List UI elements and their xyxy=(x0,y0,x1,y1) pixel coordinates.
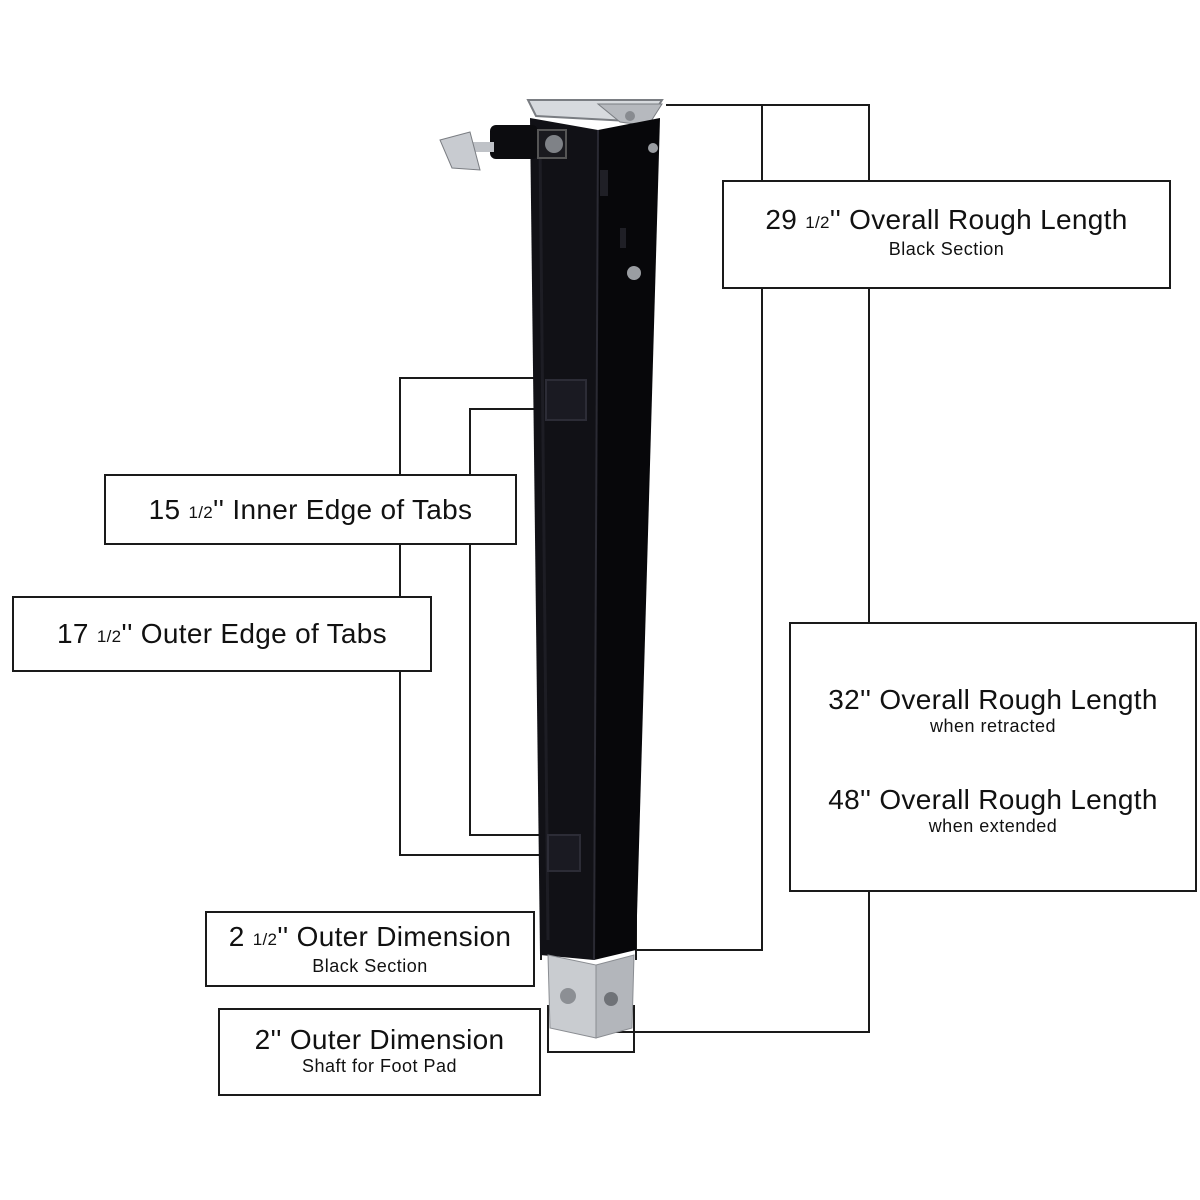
label-shaft-outer-dimension: 2'' Outer Dimension Shaft for Foot Pad xyxy=(218,1008,541,1096)
black-post xyxy=(530,118,660,961)
foot-shaft xyxy=(547,954,635,1039)
label-black-outer-dimension: 2 1/2'' Outer Dimension Black Section xyxy=(205,911,535,987)
leader-overall-length xyxy=(590,104,870,1033)
outer-tabs-text: 17 1/2'' Outer Edge of Tabs xyxy=(57,618,387,649)
label-inner-tabs: 15 1/2'' Inner Edge of Tabs xyxy=(104,474,517,545)
crank-handle xyxy=(439,125,567,171)
shaft-outer-dimension-sub: Shaft for Foot Pad xyxy=(301,1056,458,1076)
label-black-section-length: 29 1/2'' Overall Rough Length Black Sect… xyxy=(722,180,1171,289)
black-outer-dimension-text: 2 1/2'' Outer Dimension xyxy=(228,921,512,952)
inner-tabs-text: 15 1/2'' Inner Edge of Tabs xyxy=(148,494,473,525)
retracted-length-sub: when retracted xyxy=(929,716,1057,736)
leader-shaft-width xyxy=(547,1005,635,1053)
label-overall-length: 32'' Overall Rough Length when retracted… xyxy=(789,622,1197,892)
retracted-length-text: 32'' Overall Rough Length xyxy=(828,684,1158,715)
label-outer-tabs: 17 1/2'' Outer Edge of Tabs xyxy=(12,596,432,672)
black-section-length-sub: Black Section xyxy=(888,239,1005,259)
top-plate xyxy=(526,99,664,127)
leader-inner-tabs xyxy=(469,408,545,836)
extended-length-sub: when extended xyxy=(928,816,1058,836)
shaft-outer-dimension-text: 2'' Outer Dimension xyxy=(254,1024,505,1055)
black-section-length-text: 29 1/2'' Overall Rough Length xyxy=(765,204,1128,235)
extended-length-text: 48'' Overall Rough Length xyxy=(828,784,1158,815)
black-outer-dimension-sub: Black Section xyxy=(312,956,428,976)
